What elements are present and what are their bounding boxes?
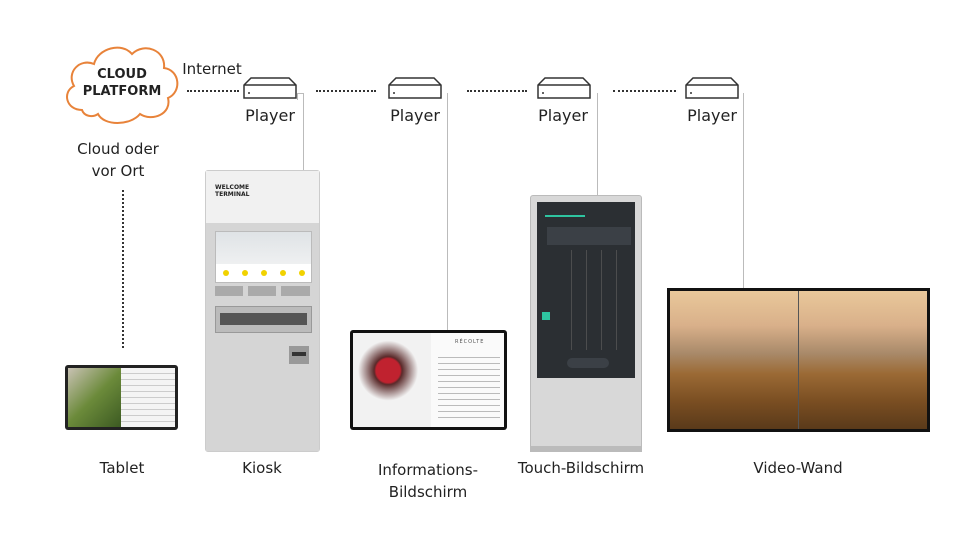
player-device-icon	[243, 77, 297, 99]
internet-label: Internet	[182, 60, 242, 78]
cloud-label-line1: CLOUD	[97, 67, 147, 82]
tablet-label: Tablet	[99, 459, 145, 477]
cloud-caption-line1: Cloud oder	[77, 140, 159, 158]
cloud-icon	[66, 46, 179, 124]
player-label: Player	[245, 106, 295, 125]
tablet-device	[65, 365, 178, 430]
kiosk-screen	[215, 231, 312, 283]
player-info-cable	[447, 93, 448, 330]
cloud-platform-label: CLOUD PLATFORM	[70, 66, 174, 100]
touch-screen-display	[537, 202, 635, 378]
player-connector	[613, 90, 676, 92]
internet-connector	[187, 90, 239, 92]
player-connector	[467, 90, 527, 92]
player-connector	[316, 90, 376, 92]
video-wall-label: Video-Wand	[753, 459, 843, 477]
player-videowall-cable	[743, 93, 744, 288]
cloud-tablet-connector	[122, 190, 124, 348]
player-touch-cable	[597, 93, 598, 195]
video-wall-panel-divider	[798, 291, 799, 429]
video-wall-device	[667, 288, 930, 432]
player-kiosk-cable	[303, 93, 304, 170]
information-screen-label: Informations-Bildschirm	[377, 461, 479, 501]
kiosk-label: Kiosk	[242, 459, 282, 477]
touch-screen-label: Touch-Bildschirm	[517, 459, 645, 477]
information-screen-device: RÉCOLTE	[350, 330, 507, 430]
menu-brand: RÉCOLTE	[455, 339, 485, 345]
player-device-icon	[388, 77, 442, 99]
player-label: Player	[390, 106, 440, 125]
player-label: Player	[538, 106, 588, 125]
player-device-icon	[537, 77, 591, 99]
player-label: Player	[687, 106, 737, 125]
touch-screen-device	[530, 195, 642, 452]
cloud-caption-line2: vor Ort	[91, 162, 145, 180]
cloud-caption: Cloud oder vor Ort	[77, 138, 159, 182]
cloud-label-line2: PLATFORM	[82, 84, 162, 99]
player-device-icon	[685, 77, 739, 99]
